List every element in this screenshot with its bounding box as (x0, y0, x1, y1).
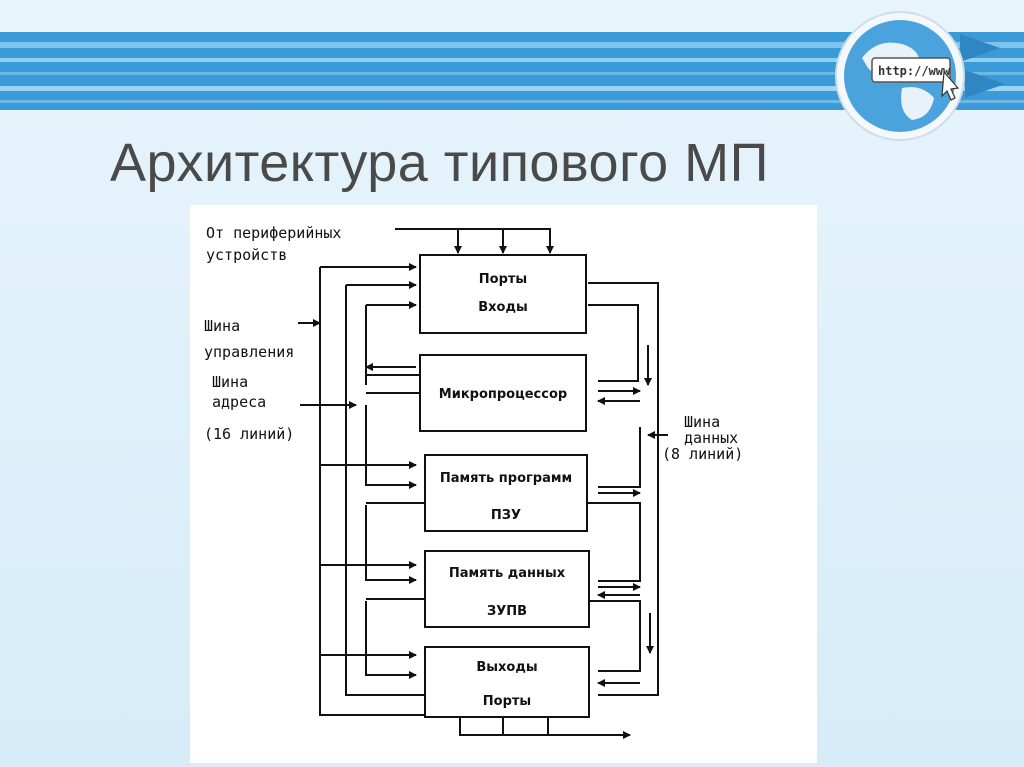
label-peripheral-1: От периферийных (206, 224, 341, 242)
globe-icon: http://www (832, 8, 968, 144)
block-label: Входы (478, 300, 527, 315)
page-title: Архитектура типового МП (110, 133, 769, 193)
block-outputs-ports: Выходы Порты (424, 646, 590, 718)
label-address-bus-3: (16 линий) (204, 425, 294, 443)
block-label: Порты (483, 694, 531, 709)
architecture-diagram: Порты Входы Микропроцессор Память програ… (190, 205, 817, 763)
label-data-bus-2: данных (684, 429, 738, 447)
block-label: Память программ (440, 471, 572, 486)
label-address-bus-2: адреса (212, 393, 266, 411)
label-data-bus-1: Шина (684, 413, 720, 431)
label-peripheral-2: устройств (206, 246, 287, 264)
label-data-bus-3: (8 линий) (662, 445, 743, 463)
block-ports-inputs: Порты Входы (419, 254, 587, 334)
globe-url-label: http://www (878, 64, 951, 78)
block-label: Выходы (476, 660, 537, 675)
label-control-bus-1: Шина (204, 317, 240, 335)
block-program-memory: Память программ ПЗУ (424, 454, 588, 532)
label-address-bus-1: Шина (212, 373, 248, 391)
block-label: Микропроцессор (439, 387, 567, 402)
block-label: Память данных (449, 566, 566, 581)
label-control-bus-2: управления (204, 343, 294, 361)
block-label: ЗУПВ (487, 604, 527, 619)
block-microprocessor: Микропроцессор (419, 354, 587, 432)
block-label: ПЗУ (491, 508, 521, 523)
block-data-memory: Память данных ЗУПВ (424, 550, 590, 628)
block-label: Порты (479, 272, 527, 287)
